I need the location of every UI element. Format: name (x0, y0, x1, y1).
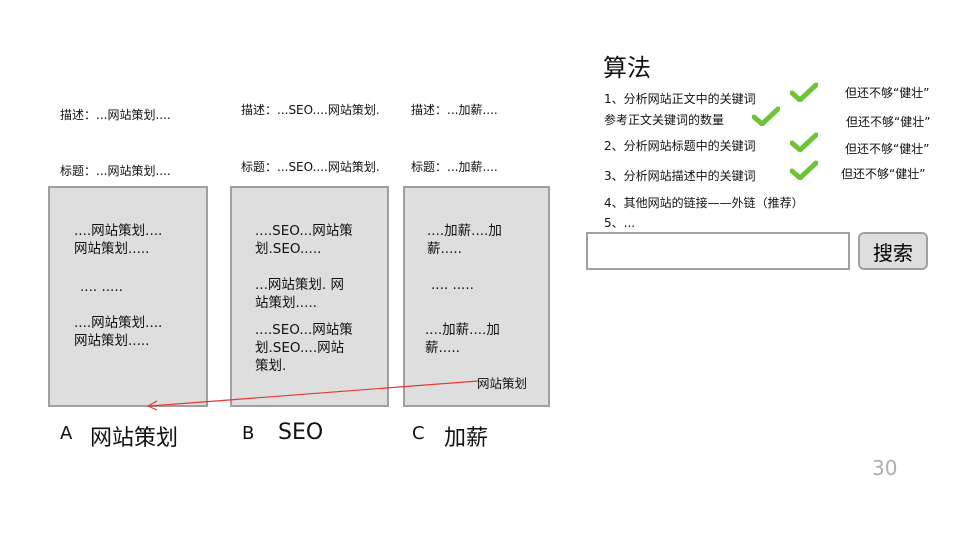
page-a-keyword: 网站策划 (90, 426, 179, 451)
search-button[interactable]: 搜索 (858, 232, 928, 270)
page-c-description: 描述：...加薪.... (411, 103, 498, 117)
page-a-paragraph: .... ..... (80, 278, 123, 296)
page-b-paragraph: ...网站策划. 网 站策划..... (255, 276, 344, 312)
page-c-paragraph: .... ..... (431, 276, 474, 294)
robustness-note: 但还不够“健壮” (845, 86, 930, 100)
page-c-paragraph: ....加薪....加 薪..... (425, 321, 500, 357)
page-a-card: ....网站策划.... 网站策划..... .... ..... ....网站… (48, 186, 208, 407)
page-a-paragraph: ....网站策划.... 网站策划..... (74, 314, 162, 350)
text-line: ....网站策划.... (74, 315, 163, 331)
page-c-title: 标题：...加薪.... (411, 160, 498, 174)
page-b-paragraph: ....SEO...网站策 划.SEO....网站 策划. (255, 321, 353, 375)
text-line: ....加薪....加 (427, 223, 502, 239)
text-line: 网站策划..... (74, 333, 150, 349)
text-line: .... ..... (431, 277, 474, 293)
page-a-letter: A (60, 423, 73, 444)
page-c-letter: C (412, 423, 425, 444)
page-a-paragraph: ....网站策划.... 网站策划..... (74, 222, 162, 258)
checkmark-icon (790, 160, 818, 180)
page-b-card: ....SEO...网站策 划.SEO..... ...网站策划. 网 站策划.… (230, 186, 389, 407)
algorithm-item: 1、分析网站正文中的关键词 (604, 92, 756, 106)
robustness-note: 但还不够“健壮” (841, 167, 926, 181)
text-line: 划.SEO....网站 (255, 340, 345, 356)
algorithm-item: 2、分析网站标题中的关键词 (604, 139, 756, 153)
text-line: 薪..... (425, 340, 460, 356)
text-line: ....网站策划.... (74, 223, 163, 239)
page-a-title: 标题：...网站策划.... (60, 164, 171, 178)
checkmark-icon (752, 106, 780, 126)
text-line: ...网站策划. 网 (255, 277, 344, 293)
algorithm-item: 3、分析网站描述中的关键词 (604, 169, 756, 183)
text-line: 薪..... (427, 241, 462, 257)
page-b-keyword: SEO (278, 420, 324, 445)
text-line: ....加薪....加 (425, 322, 500, 338)
page-b-paragraph: ....SEO...网站策 划.SEO..... (255, 222, 353, 258)
page-c-card: ....加薪....加 薪..... .... ..... ....加薪....… (403, 186, 550, 407)
text-line: .... ..... (80, 279, 123, 295)
checkmark-icon (790, 132, 818, 152)
page-b-description: 描述：...SEO....网站策划. (241, 103, 380, 117)
page-c-paragraph: ....加薪....加 薪..... (427, 222, 502, 258)
algorithm-item: 5、... (604, 216, 636, 230)
page-c-keyword: 加薪 (444, 426, 489, 451)
algorithm-heading: 算法 (603, 54, 651, 82)
text-line: ....SEO...网站策 (255, 223, 353, 239)
algorithm-item: 参考正文关键词的数量 (604, 113, 725, 127)
page-b-title: 标题：...SEO....网站策划. (241, 160, 380, 174)
robustness-note: 但还不够“健壮” (845, 142, 930, 156)
page-b-letter: B (242, 423, 255, 444)
search-input[interactable] (586, 232, 850, 270)
robustness-note: 但还不够“健壮” (846, 115, 931, 129)
text-line: 站策划..... (255, 295, 317, 311)
algorithm-item: 4、其他网站的链接——外链（推荐） (604, 196, 804, 210)
slide-number: 30 (872, 456, 898, 480)
text-line: ....SEO...网站策 (255, 322, 353, 338)
page-a-description: 描述：...网站策划.... (60, 108, 171, 122)
text-line: 划.SEO..... (255, 241, 322, 257)
checkmark-icon (790, 82, 818, 102)
text-line: 网站策划..... (74, 241, 150, 257)
text-line: 策划. (255, 358, 287, 374)
link-anchor-text[interactable]: 网站策划 (477, 376, 528, 391)
